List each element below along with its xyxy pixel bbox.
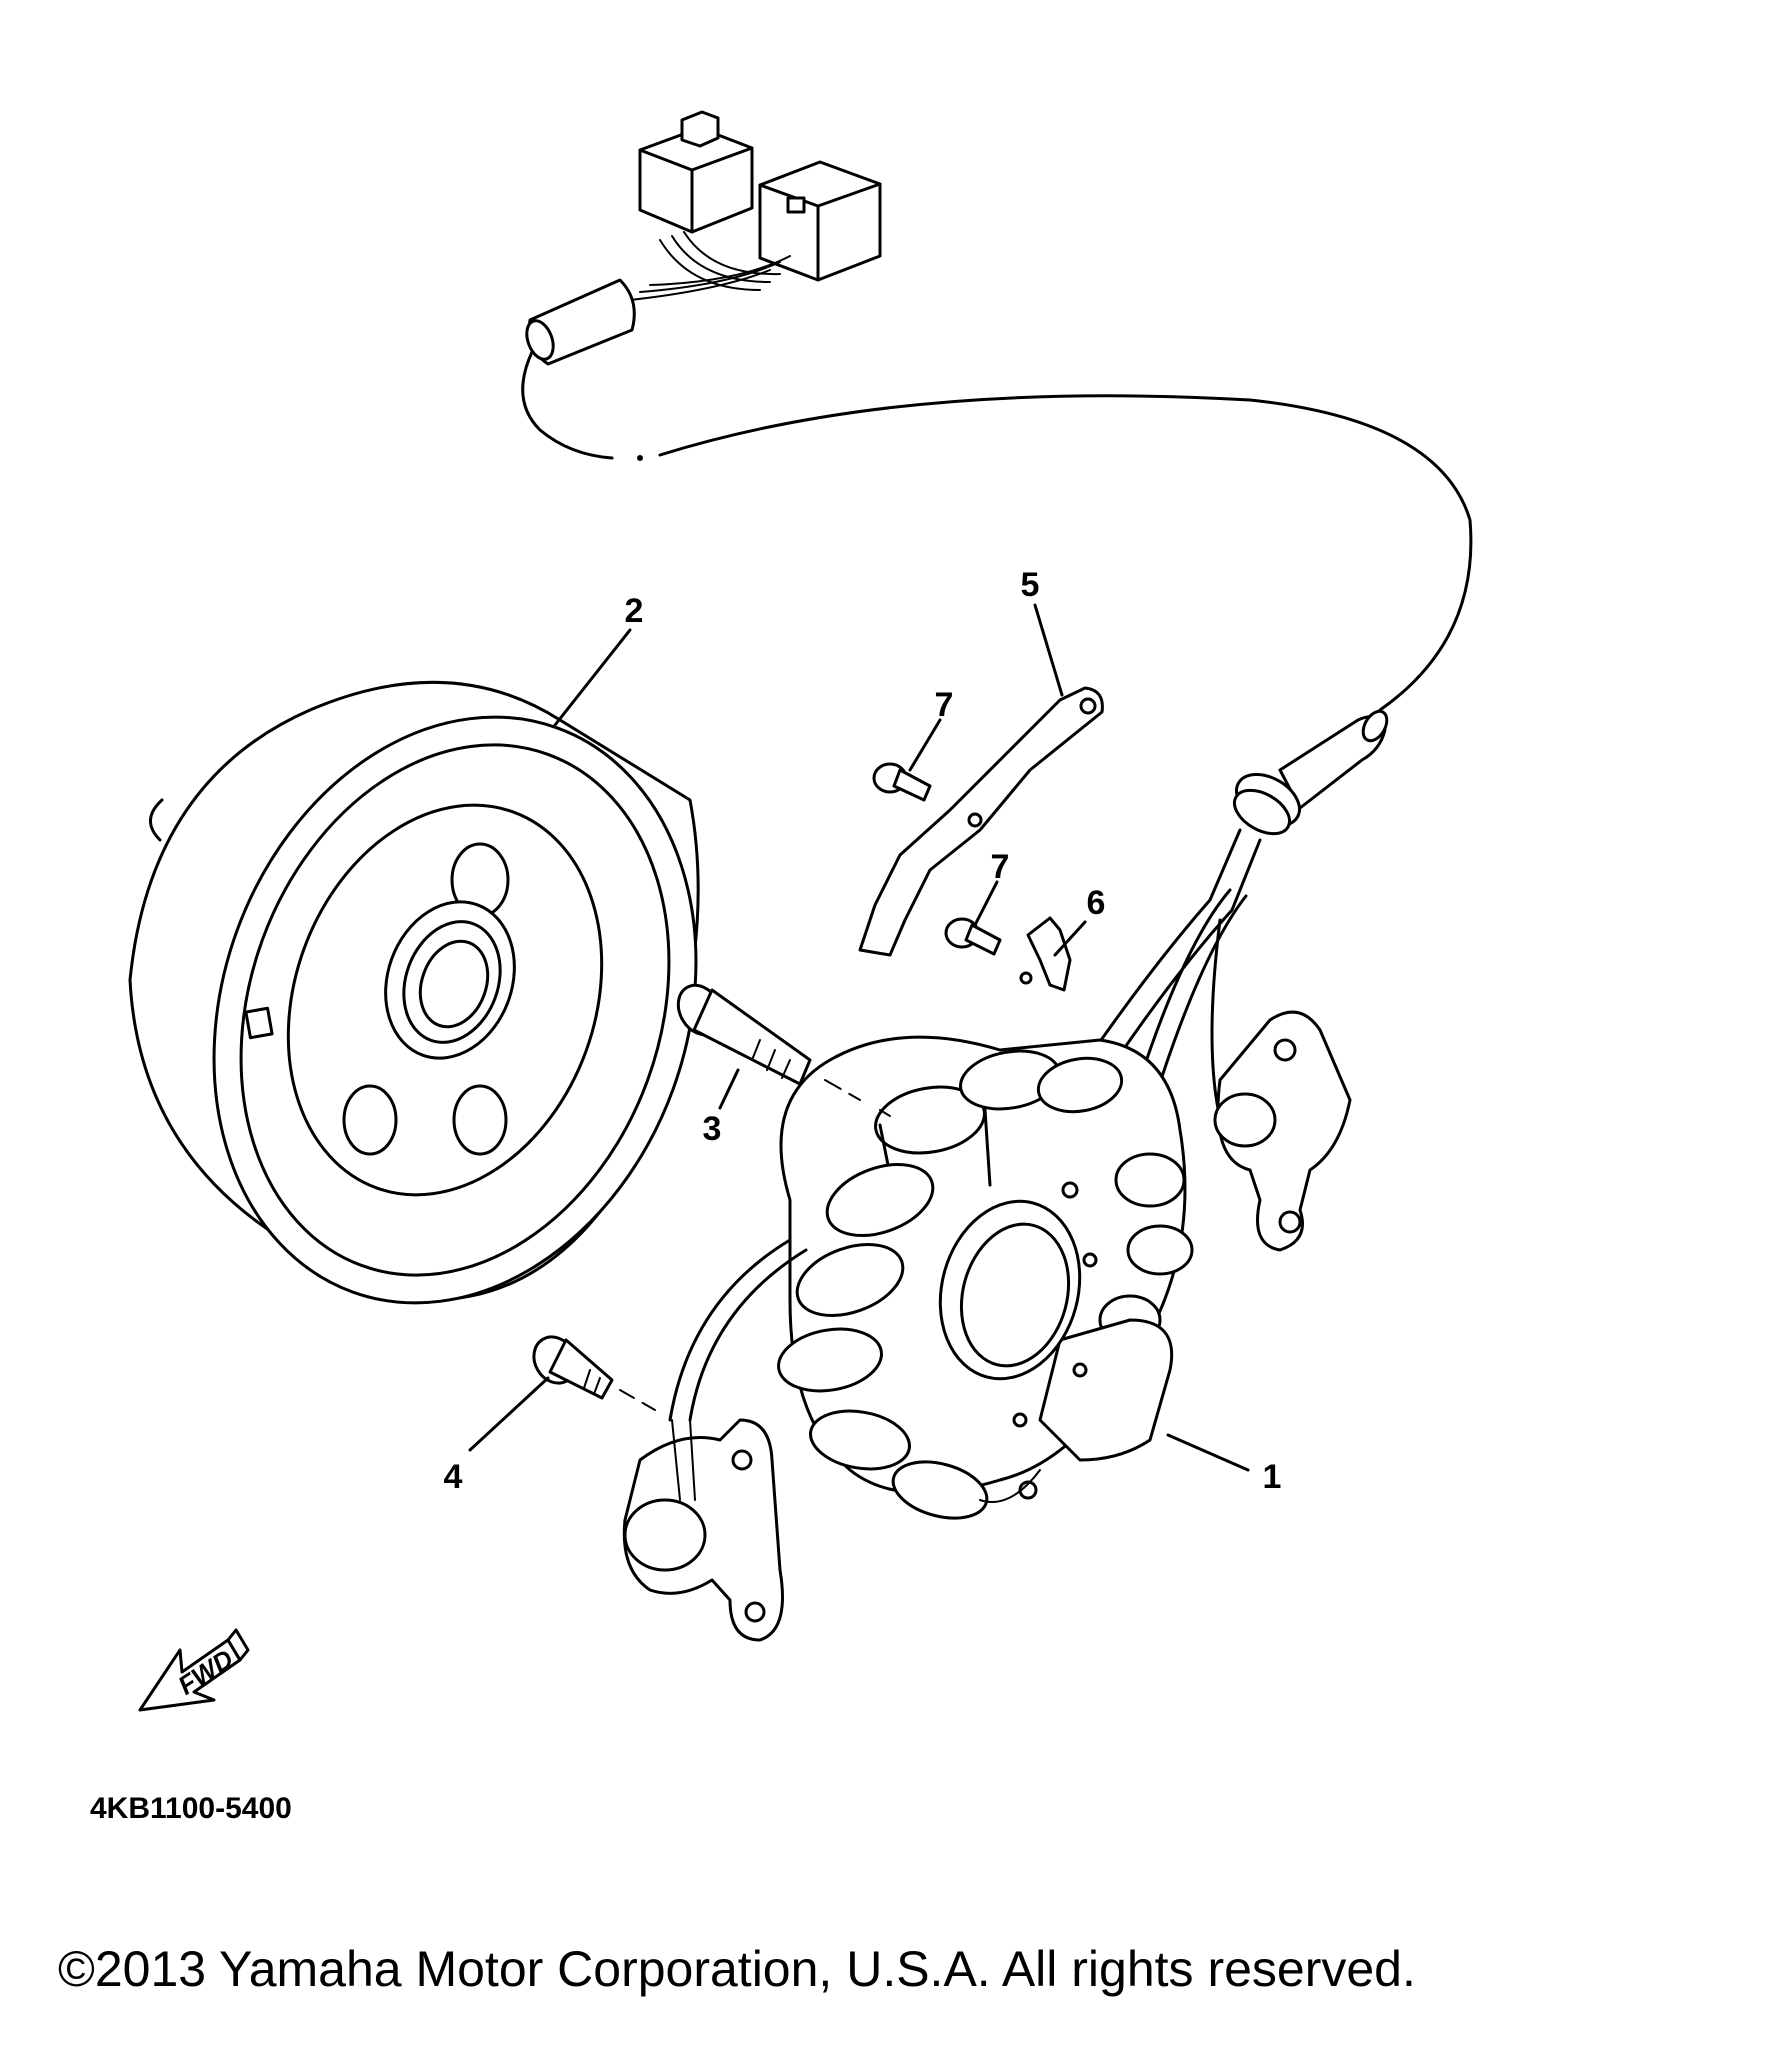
flywheel-rotor	[128, 680, 700, 1305]
plate-5	[858, 686, 1104, 957]
grommet-and-lead	[1058, 709, 1389, 1192]
part-label-3: 3	[703, 1110, 722, 1148]
pickup-coil-left	[622, 1418, 784, 1642]
part-label-5: 5	[1021, 566, 1040, 604]
copyright-notice: ©2013 Yamaha Motor Corporation, U.S.A. A…	[58, 1941, 1416, 1997]
part-label-6: 6	[1087, 884, 1106, 922]
pickup-coil-right	[1213, 1010, 1352, 1252]
wire-harness-connector	[521, 110, 1473, 712]
fwd-arrow-icon: FWD	[138, 1628, 250, 1712]
part-label-1: 1	[1263, 1458, 1282, 1496]
screw-7-upper	[872, 762, 932, 802]
part-labels: 1 2 3 4 5 6 7 7	[444, 566, 1282, 1496]
stator-assembly	[668, 1035, 1194, 1520]
leader-lines	[468, 603, 1250, 1472]
bolt-4	[532, 1335, 656, 1411]
part-label-4: 4	[444, 1458, 463, 1496]
bolt-3	[676, 983, 891, 1117]
part-label-7-upper: 7	[935, 686, 954, 724]
screw-7-lower	[944, 917, 1002, 956]
drawing-code: 4KB1100-5400	[90, 1792, 292, 1825]
part-label-7-lower: 7	[991, 848, 1010, 886]
clamp-6	[1019, 916, 1072, 992]
part-label-2: 2	[625, 592, 644, 630]
